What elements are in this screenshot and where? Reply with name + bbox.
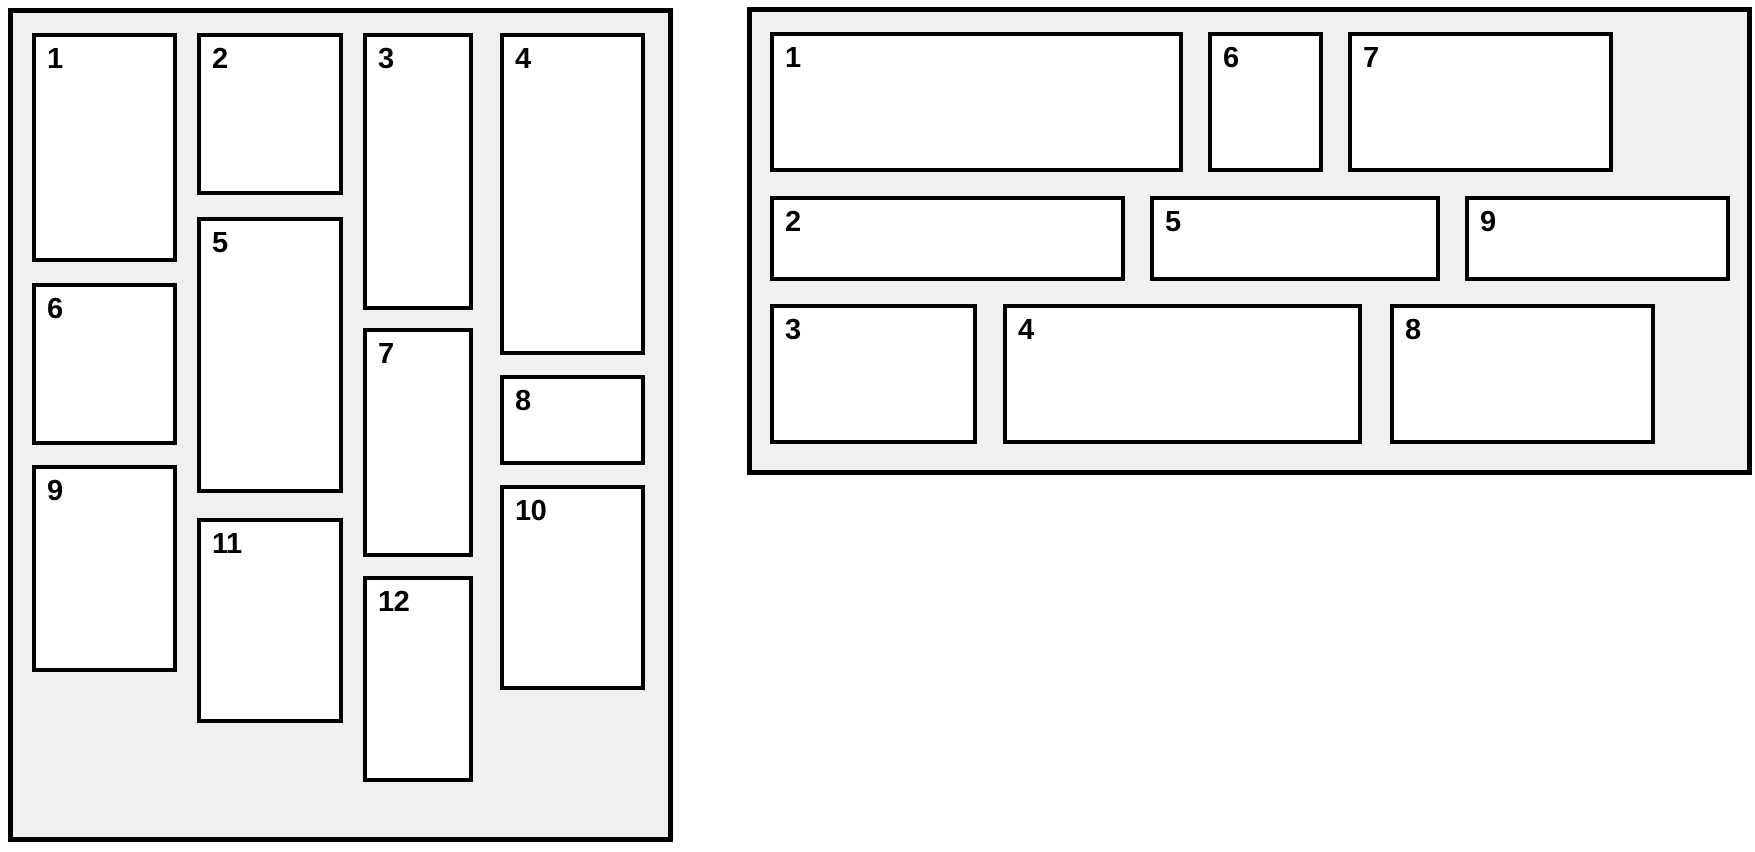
item-label: 2 [212, 43, 228, 75]
h-masonry-item-2: 2 [770, 196, 1125, 281]
item-label: 5 [212, 227, 228, 259]
h-masonry-item-9: 9 [1465, 196, 1730, 281]
v-masonry-item-12: 12 [363, 576, 473, 782]
item-label: 10 [515, 495, 547, 527]
v-masonry-item-2: 2 [197, 33, 343, 195]
h-masonry-item-8: 8 [1390, 304, 1655, 444]
item-label: 4 [515, 43, 531, 75]
v-masonry-item-6: 6 [32, 283, 177, 445]
item-label: 1 [785, 42, 801, 74]
item-label: 5 [1165, 206, 1181, 238]
item-label: 6 [1223, 42, 1239, 74]
vertical-masonry-panel: 1 2 3 4 5 6 7 8 9 10 11 12 [8, 8, 673, 842]
item-label: 3 [378, 43, 394, 75]
v-masonry-item-5: 5 [197, 217, 343, 493]
v-masonry-item-4: 4 [500, 33, 645, 355]
item-label: 9 [1480, 206, 1496, 238]
item-label: 1 [47, 43, 63, 75]
item-label: 7 [378, 338, 394, 370]
v-masonry-item-3: 3 [363, 33, 473, 310]
horizontal-masonry-panel: 1 2 3 4 5 6 7 8 9 [747, 7, 1752, 475]
item-label: 12 [378, 586, 410, 618]
item-label: 7 [1363, 42, 1379, 74]
v-masonry-item-1: 1 [32, 33, 177, 262]
item-label: 3 [785, 314, 801, 346]
v-masonry-item-7: 7 [363, 328, 473, 557]
v-masonry-item-8: 8 [500, 375, 645, 465]
h-masonry-item-6: 6 [1208, 32, 1323, 172]
item-label: 9 [47, 475, 63, 507]
h-masonry-item-4: 4 [1003, 304, 1362, 444]
v-masonry-item-11: 11 [197, 518, 343, 723]
h-masonry-item-7: 7 [1348, 32, 1613, 172]
item-label: 4 [1018, 314, 1034, 346]
item-label: 11 [212, 528, 242, 560]
v-masonry-item-9: 9 [32, 465, 177, 672]
item-label: 6 [47, 293, 63, 325]
item-label: 8 [1405, 314, 1421, 346]
h-masonry-item-1: 1 [770, 32, 1183, 172]
h-masonry-item-5: 5 [1150, 196, 1440, 281]
item-label: 8 [515, 385, 531, 417]
v-masonry-item-10: 10 [500, 485, 645, 690]
item-label: 2 [785, 206, 801, 238]
h-masonry-item-3: 3 [770, 304, 977, 444]
